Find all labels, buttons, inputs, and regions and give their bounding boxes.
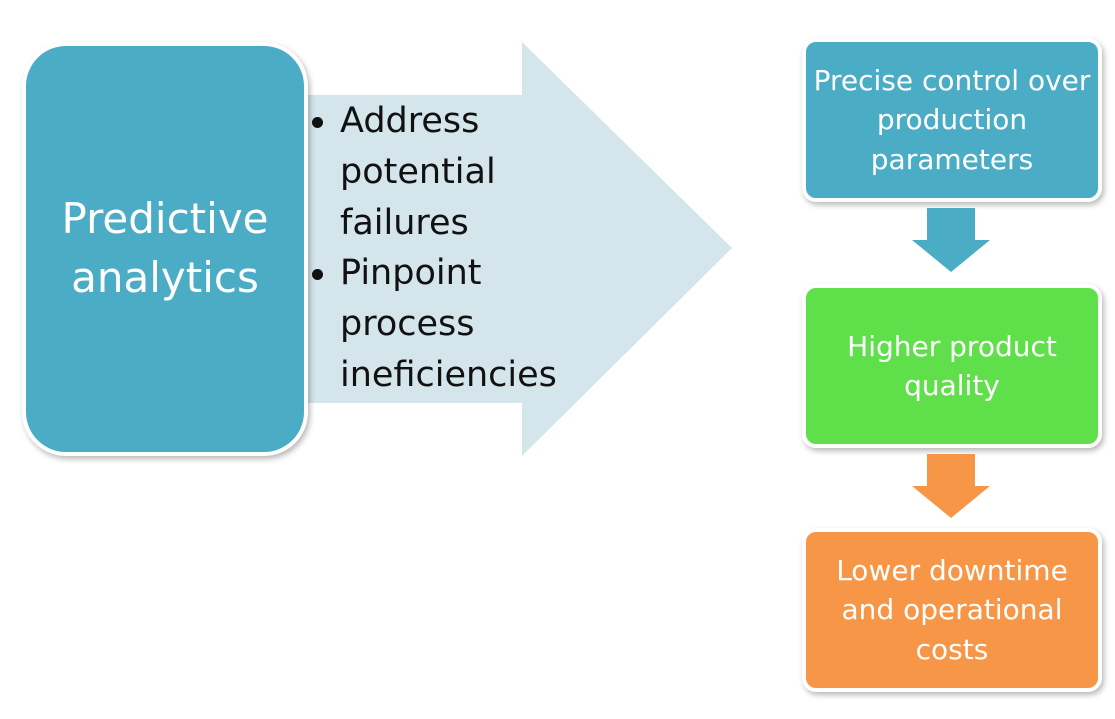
higher-quality-box: Higher product quality bbox=[802, 284, 1102, 448]
bullet-text: Pinpoint process ineficiencies bbox=[340, 253, 557, 395]
bullet-list: Address potential failures Pinpoint proc… bbox=[308, 96, 578, 401]
down-arrow-shape bbox=[912, 454, 990, 518]
bullet-item: Pinpoint process ineficiencies bbox=[308, 248, 578, 400]
higher-quality-label: Higher product quality bbox=[847, 329, 1057, 402]
down-arrow-icon bbox=[912, 208, 990, 272]
lower-downtime-label: Lower downtime and operational costs bbox=[836, 554, 1068, 666]
bullet-dot-icon bbox=[312, 269, 323, 281]
down-arrow-shape bbox=[912, 208, 990, 272]
down-arrow-icon bbox=[912, 454, 990, 518]
predictive-analytics-box: Predictive analytics bbox=[22, 42, 308, 456]
bullet-item: Address potential failures bbox=[308, 96, 578, 248]
big-right-arrow-shape bbox=[300, 42, 732, 456]
precise-control-label: Precise control over production paramete… bbox=[813, 64, 1091, 176]
precise-control-box: Precise control over production paramete… bbox=[802, 38, 1102, 202]
predictive-analytics-label: Predictive analytics bbox=[61, 194, 269, 302]
bullet-text: Address potential failures bbox=[340, 101, 496, 243]
lower-downtime-box: Lower downtime and operational costs bbox=[802, 528, 1102, 692]
bullet-dot-icon bbox=[312, 117, 323, 128]
